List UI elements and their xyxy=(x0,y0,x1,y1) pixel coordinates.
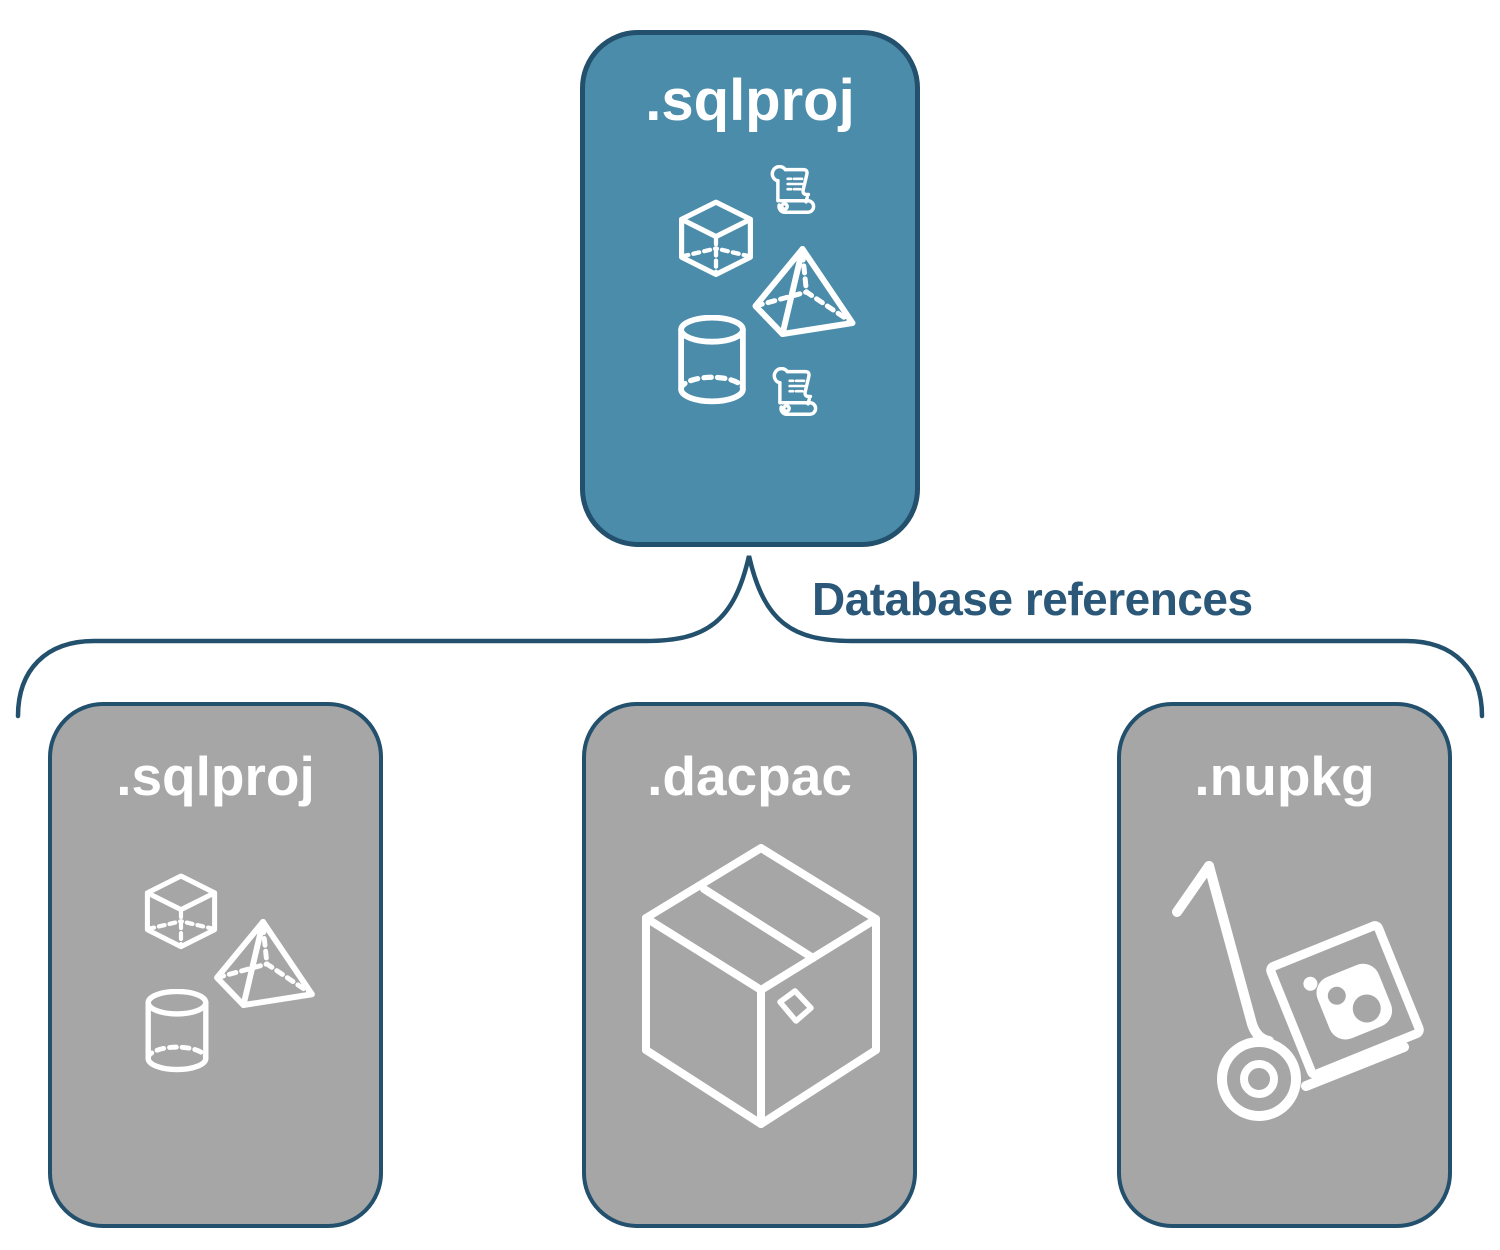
root-box-sqlproj: .sqlproj xyxy=(580,30,920,547)
root-box-title: .sqlproj xyxy=(645,68,855,133)
scroll-icon xyxy=(772,367,818,416)
cube-icon xyxy=(144,873,218,950)
cylinder-icon xyxy=(678,315,746,405)
connector-label: Database references xyxy=(812,573,1253,625)
cylinder-icon xyxy=(145,989,209,1073)
cube-icon xyxy=(679,199,753,277)
child-box-title: .dacpac xyxy=(647,745,852,807)
pyramid-icon xyxy=(214,918,315,1008)
child-box-sqlproj: .sqlproj xyxy=(48,702,383,1228)
pyramid-icon xyxy=(752,246,856,337)
hand-truck-icon xyxy=(1172,861,1424,1121)
child-box-title: .nupkg xyxy=(1194,745,1375,807)
child-box-title: .sqlproj xyxy=(116,745,315,807)
child-box-nupkg: .nupkg xyxy=(1117,702,1452,1228)
scroll-icon xyxy=(770,165,816,214)
package-box-icon xyxy=(642,844,880,1128)
child-box-dacpac: .dacpac xyxy=(582,702,917,1228)
